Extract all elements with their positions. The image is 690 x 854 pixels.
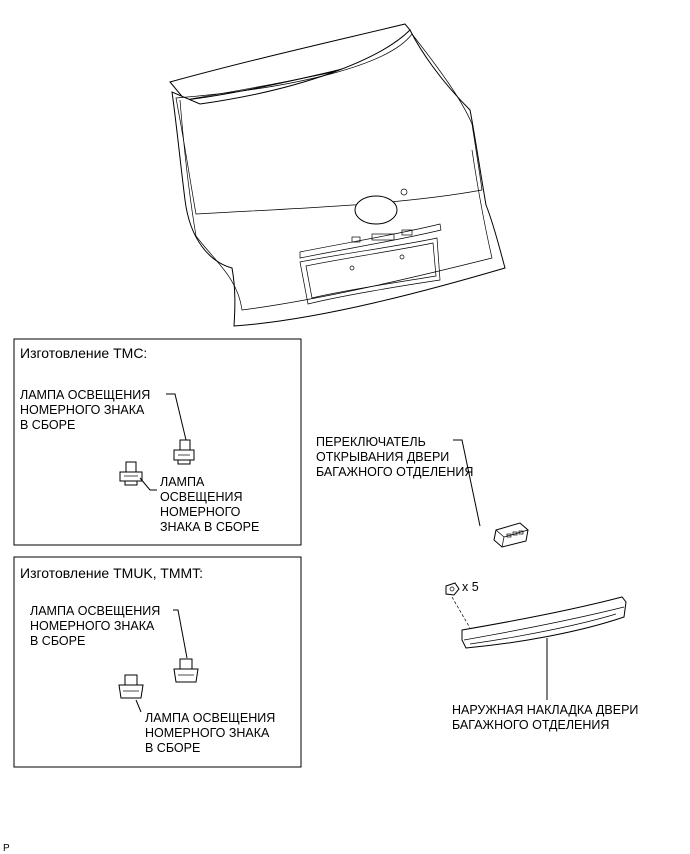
- tmc-variant-box: Изготовление TMC: ЛАМПА ОСВЕЩЕНИЯ НОМЕРН…: [13, 338, 302, 546]
- back-door-illustration: [169, 23, 506, 327]
- tmuk-tmmt-variant-box: Изготовление TMUK, TMMT: ЛАМПА ОСВЕЩЕНИЯ…: [13, 556, 302, 768]
- tmuk-lamp-label-lower: ЛАМПА ОСВЕЩЕНИЯ НОМЕРНОГО ЗНАКА В СБОРЕ: [145, 711, 279, 755]
- corner-mark: P: [3, 843, 10, 854]
- back-door-opener-switch: ПЕРЕКЛЮЧАТЕЛЬ ОТКРЫВАНИЯ ДВЕРИ БАГАЖНОГО…: [316, 435, 529, 548]
- clip-quantity: x 5: [462, 580, 479, 594]
- tmc-box-title: Изготовление TMC:: [20, 345, 147, 361]
- switch-label: ПЕРЕКЛЮЧАТЕЛЬ ОТКРЫВАНИЯ ДВЕРИ БАГАЖНОГО…: [316, 435, 473, 479]
- license-plate-lamp-icon: [173, 658, 199, 683]
- garnish-label: НАРУЖНАЯ НАКЛАДКА ДВЕРИ БАГАЖНОГО ОТДЕЛЕ…: [452, 703, 642, 732]
- opener-switch-icon: [493, 522, 529, 548]
- license-plate-lamp-icon: [118, 674, 144, 699]
- clip-icon: [445, 582, 460, 596]
- license-plate-lamp-icon: [119, 461, 143, 486]
- tmuk-box-title: Изготовление TMUK, TMMT:: [20, 565, 203, 581]
- clip-group: x 5: [445, 580, 479, 629]
- license-plate-lamp-icon: [173, 439, 195, 465]
- back-door-outside-garnish: НАРУЖНАЯ НАКЛАДКА ДВЕРИ БАГАЖНОГО ОТДЕЛЕ…: [452, 596, 642, 732]
- tmc-lamp-label-lower: ЛАМПА ОСВЕЩЕНИЯ НОМЕРНОГО ЗНАКА В СБОРЕ: [160, 475, 259, 534]
- tmuk-lamp-label-upper: ЛАМПА ОСВЕЩЕНИЯ НОМЕРНОГО ЗНАКА В СБОРЕ: [30, 604, 164, 648]
- tmc-lamp-label-upper: ЛАМПА ОСВЕЩЕНИЯ НОМЕРНОГО ЗНАКА В СБОРЕ: [20, 388, 154, 432]
